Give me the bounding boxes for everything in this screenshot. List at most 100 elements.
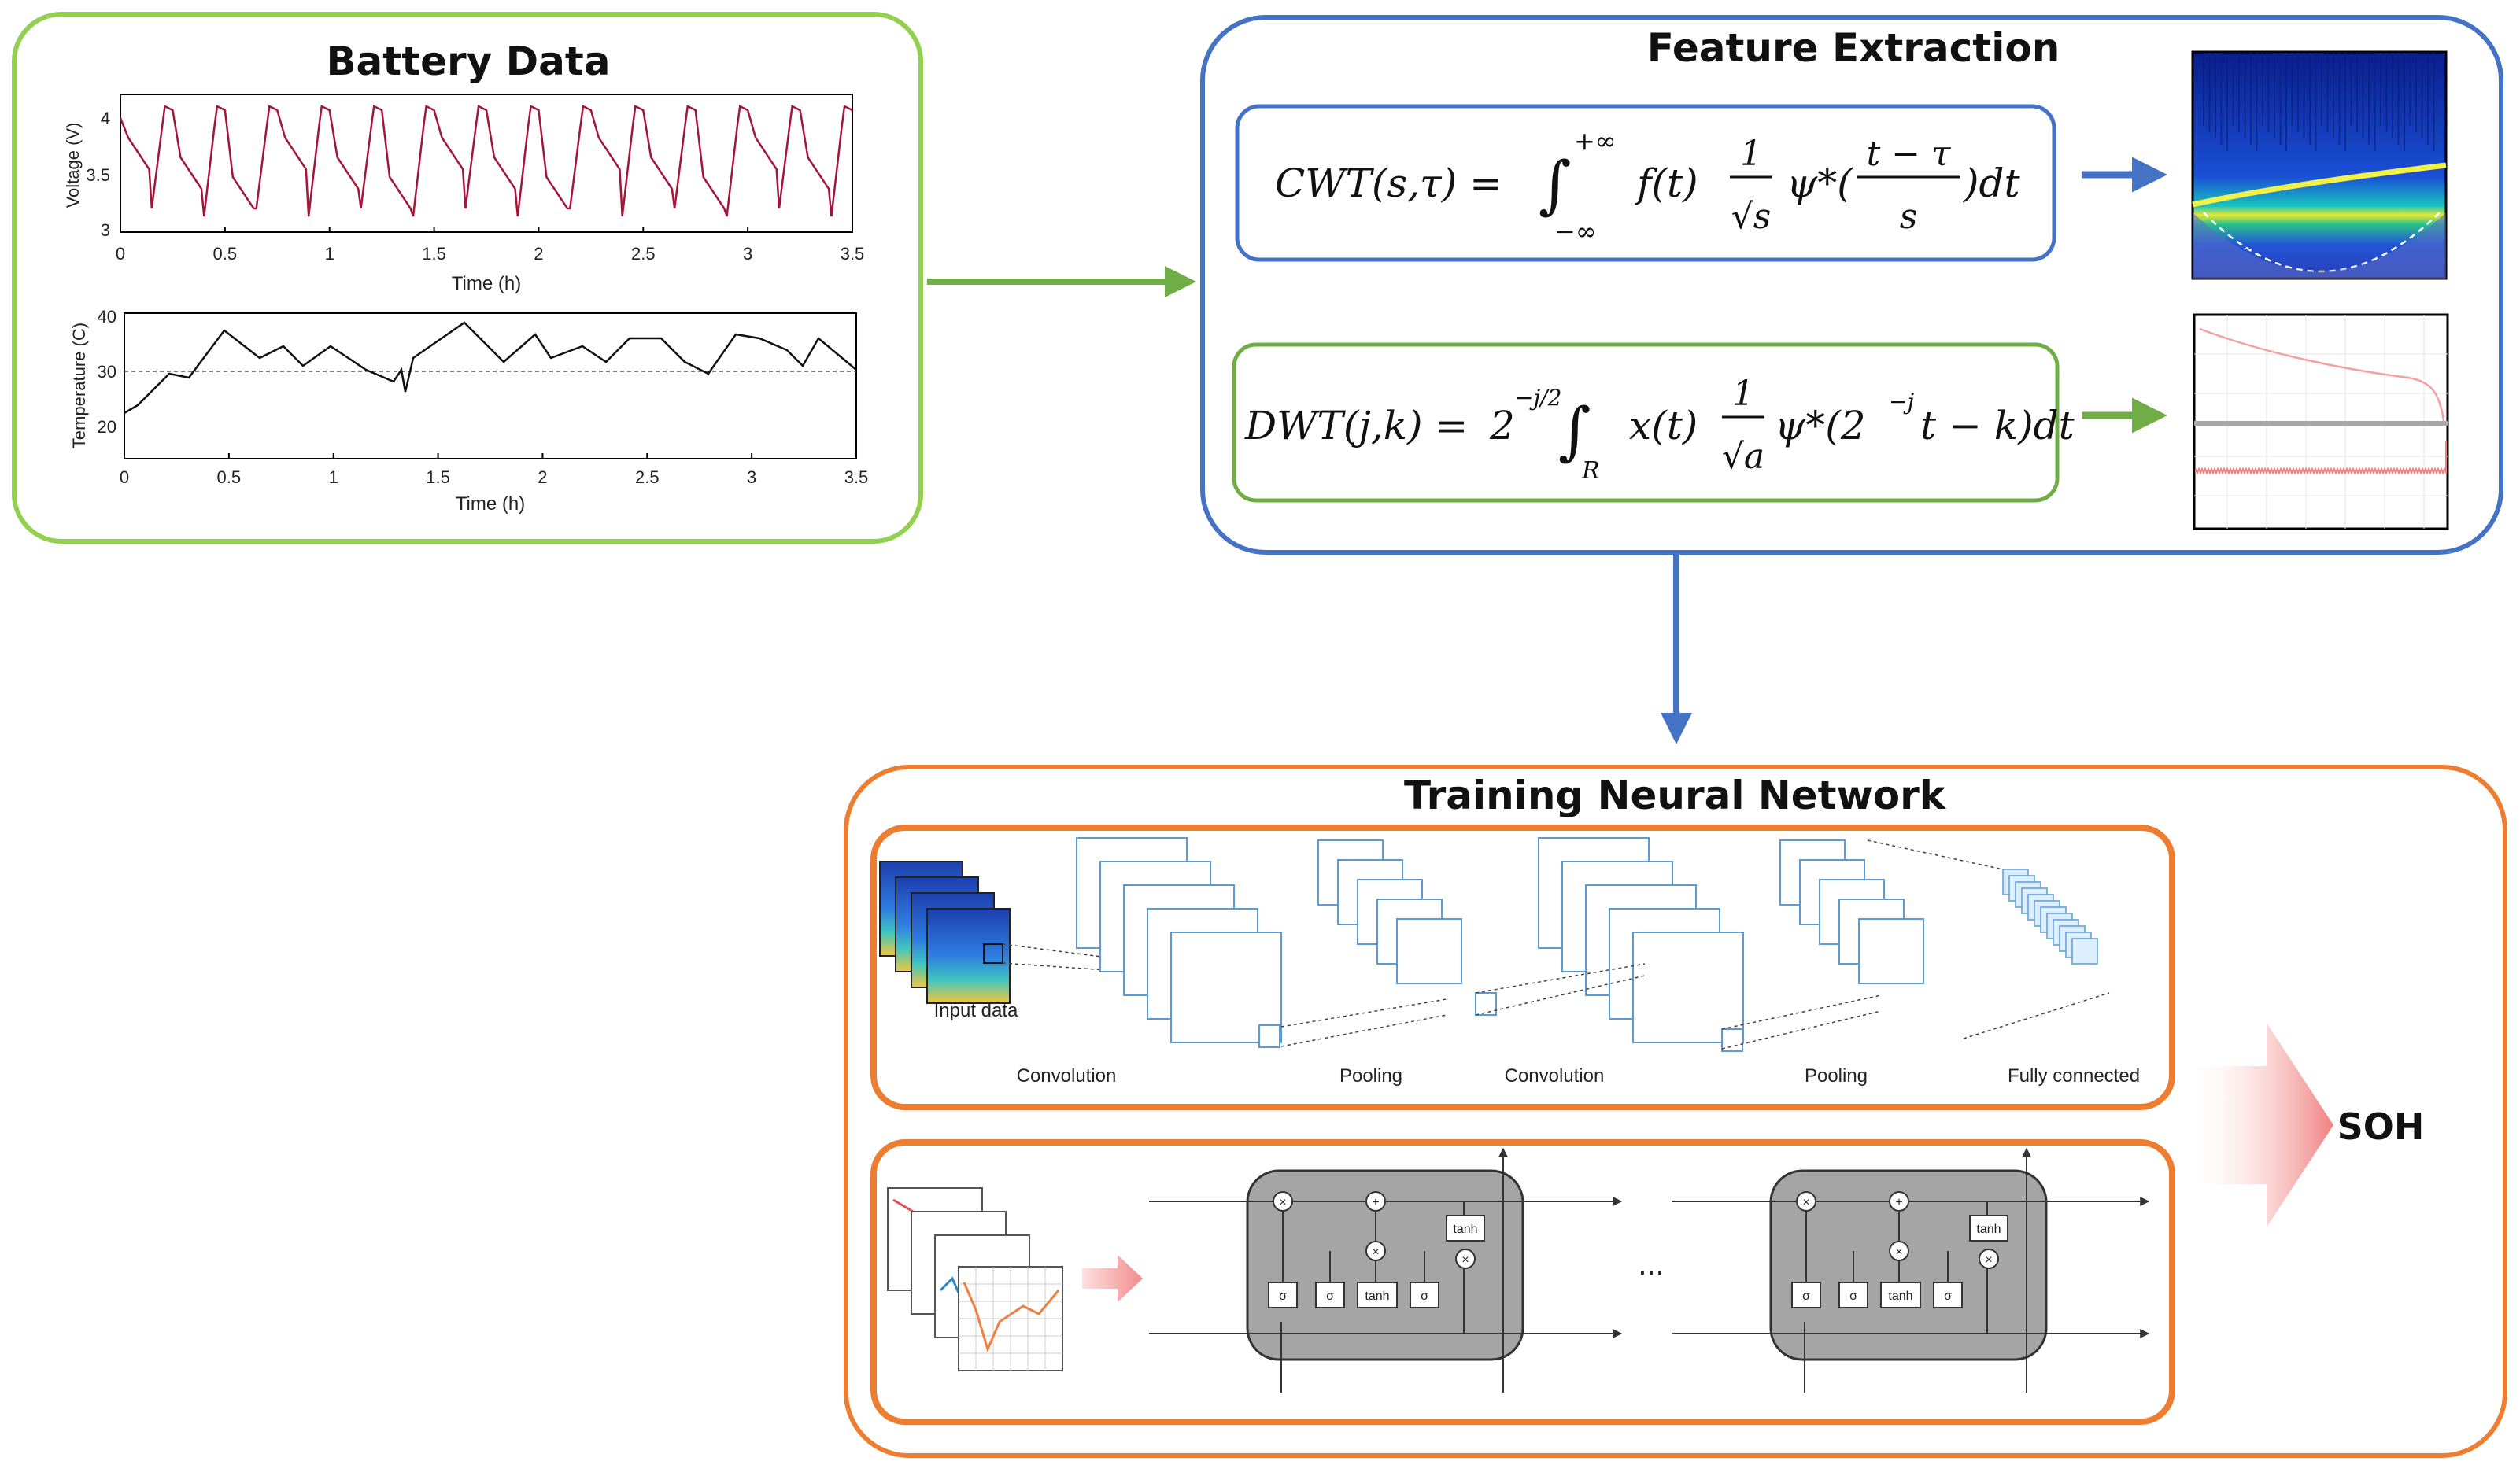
lstm2-tanh-1: tanh [1888,1290,1912,1303]
cnn-pool1-stack [1317,839,1497,1016]
soh-output-arrow [2196,1023,2333,1227]
lstm1-input-multiply: × [1372,1245,1379,1259]
temperature-x-ticks: 0 0.5 1 1.5 2 2.5 3 3.5 [120,453,868,487]
cwt-tail: )dt [1963,161,2021,206]
lstm1-forget-multiply: × [1279,1196,1286,1209]
temp-ytick-40: 40 [98,307,116,327]
temp-xtick-1: 0.5 [217,467,242,487]
lstm-box: × + × σ σ tanh σ tanh × ... [870,1139,2175,1425]
cnn-box: Input data Convolution Pooling Convoluti… [870,825,2175,1110]
temp-xtick-5: 2.5 [635,467,660,487]
lstm1-sigma-3: σ [1421,1290,1428,1303]
cwt-frac-den: √s [1731,197,1772,237]
dwt-coefficient-image [2193,313,2449,530]
lstm-input-arrow [1082,1255,1143,1302]
dwt-base: 2 [1489,403,1515,448]
feature-extraction-panel: Feature Extraction CWT(s,τ) = ∫ +∞ −∞ f(… [1200,15,2503,555]
temp-xtick-6: 3 [747,467,756,487]
lstm1-tanh-1: tanh [1365,1290,1389,1303]
voltage-xtick-5: 2.5 [631,244,656,264]
cwt-formula-box: CWT(s,τ) = ∫ +∞ −∞ f(t) 1 √s ψ*( t − τ s… [1235,104,2056,262]
lstm2-sigma-1: σ [1802,1290,1810,1303]
cnn-label-conv2: Convolution [1505,1065,1605,1087]
temperature-plot: Temperature (C) 40 30 20 0 0.5 1 1.5 2 2.5 3 3.… [69,307,868,515]
lstm2-add: + [1895,1196,1902,1209]
lstm1-sigma-1: σ [1279,1290,1287,1303]
lstm1-add: + [1372,1196,1379,1209]
dwt-frac-num: 1 [1732,374,1754,414]
voltage-ytick-4: 4 [101,109,110,128]
feature-panel-title: Feature Extraction [1647,25,2060,71]
voltage-xtick-0: 0 [116,244,125,264]
voltage-series-line [119,105,853,217]
training-panel-title: Training Neural Network [1404,773,1947,818]
cwt-body: f(t) [1634,161,1698,206]
voltage-xtick-4: 2 [534,244,543,264]
dwt-body: x(t) [1629,403,1698,448]
voltage-ytick-3-5: 3.5 [86,165,110,185]
temp-xtick-3: 1.5 [426,467,450,487]
cwt-psi: ψ*( [1787,161,1853,206]
cnn-label-pool1: Pooling [1339,1065,1402,1087]
cnn-label-fc: Fully connected [2008,1065,2140,1087]
temp-xtick-7: 3.5 [844,467,869,487]
lstm-cell-2: × + × σ σ tanh σ tanh × [1672,1147,2150,1393]
temp-ytick-30: 30 [98,362,116,382]
temp-xtick-0: 0 [120,467,129,487]
temperature-x-axis-label: Time (h) [456,493,525,515]
temp-xtick-2: 1 [329,467,338,487]
cnn-conv2-stack [1538,837,1744,1052]
voltage-xtick-3: 1.5 [422,244,446,264]
voltage-xtick-7: 3.5 [841,244,865,264]
cwt-scalogram-image [2191,50,2448,280]
cwt-inner-num: t − τ [1867,134,1952,174]
cnn-label-pool2: Pooling [1805,1065,1868,1087]
lstm-cell-1: × + × σ σ tanh σ tanh × [1149,1147,1623,1393]
cnn-label-input: Input data [934,1000,1018,1021]
dwt-frac-den: √a [1722,437,1764,477]
temperature-y-axis-label: Temperature (C) [69,323,89,448]
voltage-xtick-1: 0.5 [213,244,238,264]
lstm2-input-multiply: × [1895,1245,1902,1259]
lstm2-sigma-2: σ [1849,1290,1857,1303]
dwt-lhs: DWT(j,k) = [1244,403,1468,448]
dwt-exp2: −j [1889,389,1914,415]
cwt-integral-sign: ∫ [1539,148,1572,221]
lstm-input-plot-stack [887,1187,1063,1371]
voltage-ytick-3: 3 [101,220,110,240]
battery-data-panel: Battery Data Voltage (V) 4 3.5 3 0 0.5 1 1.… [12,12,923,544]
temperature-series-line [124,321,857,415]
voltage-xtick-6: 3 [743,244,752,264]
lstm1-output-multiply: × [1461,1253,1469,1267]
dwt-psi: ψ*(2 [1775,403,1866,448]
cwt-lower-limit: −∞ [1554,216,1596,246]
cnn-label-conv1: Convolution [1017,1065,1117,1087]
lstm1-sigma-2: σ [1326,1290,1334,1303]
cnn-pool2-stack [1779,839,1924,984]
temp-xtick-4: 2 [538,467,547,487]
lstm1-tanh-2: tanh [1453,1223,1477,1236]
dwt-formula-box: DWT(j,k) = 2 −j/2 ∫ R x(t) 1 √a ψ*(2 −j … [1232,342,2075,503]
cnn-input-stack [879,861,1011,1004]
cwt-frac-num: 1 [1740,134,1762,174]
dwt-subscript: R [1581,457,1600,485]
lstm-ellipsis: ... [1638,1247,1664,1282]
lstm2-output-multiply: × [1985,1253,1992,1267]
dwt-tail: t − k)dt [1920,403,2075,448]
cnn-conv1-stack [1076,837,1282,1048]
lstm2-tanh-2: tanh [1976,1223,2001,1236]
lstm2-forget-multiply: × [1802,1196,1809,1209]
cwt-lhs: CWT(s,τ) = [1275,161,1502,206]
soh-label: SOH [2337,1105,2425,1148]
cwt-upper-limit: +∞ [1574,126,1616,156]
temp-ytick-20: 20 [98,417,116,437]
voltage-x-ticks: 0 0.5 1 1.5 2 2.5 3 3.5 [116,227,864,264]
dwt-exponent: −j/2 [1515,385,1561,411]
cnn-fully-connected [2002,869,2098,965]
battery-panel-title: Battery Data [326,39,610,84]
training-panel: Training Neural Network Input data Convo… [844,765,2507,1458]
voltage-y-axis-label: Voltage (V) [63,123,83,208]
voltage-xtick-2: 1 [325,244,334,264]
